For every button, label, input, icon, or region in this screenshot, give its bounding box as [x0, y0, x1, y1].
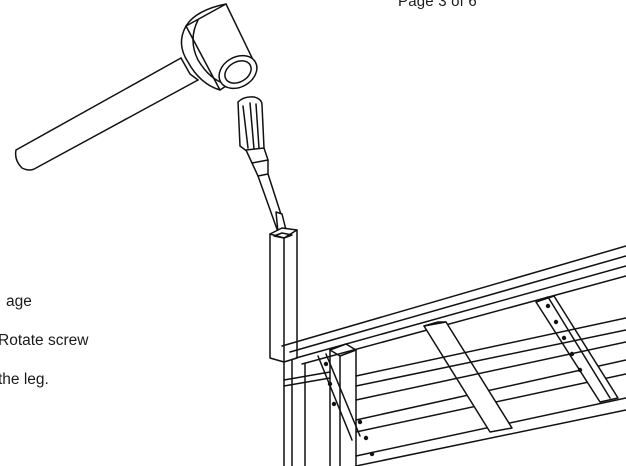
instruction-line-2: Rotate screw — [0, 332, 89, 349]
table-frame-illustration — [269, 227, 626, 466]
mallet-icon — [14, 3, 258, 171]
instruction-text: age Rotate screw the leg. — [0, 282, 88, 399]
instruction-line-1: age — [6, 293, 32, 310]
instruction-line-3: the leg. — [0, 371, 49, 388]
screwdriver-icon — [237, 96, 287, 233]
page-number: Page 3 of 6 — [398, 0, 477, 10]
